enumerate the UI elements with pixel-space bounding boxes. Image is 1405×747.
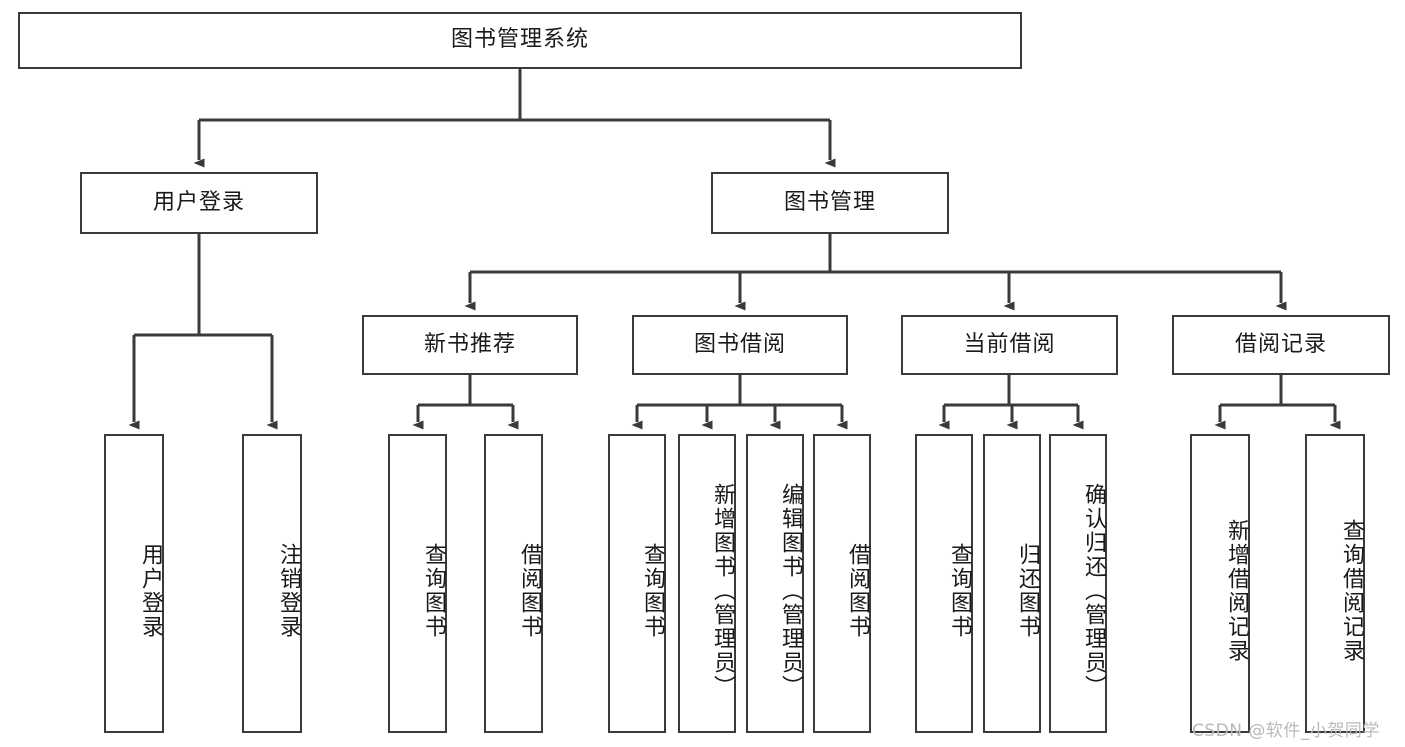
leaf-edit-book-admin[interactable]: 编辑图书（管理员） — [746, 434, 804, 733]
node-current-borrow[interactable]: 当前借阅 — [901, 315, 1118, 375]
node-new-book-recommend[interactable]: 新书推荐 — [362, 315, 578, 375]
csdn-watermark: CSDN @软件_小贺同学 — [1192, 721, 1380, 741]
leaf-query-books-current[interactable]: 查询图书 — [915, 434, 973, 733]
leaf-add-book-admin[interactable]: 新增图书（管理员） — [678, 434, 736, 733]
leaf-confirm-return-admin[interactable]: 确认归还（管理员） — [1049, 434, 1107, 733]
leaf-borrow-books-recommend[interactable]: 借阅图书 — [484, 434, 543, 733]
leaf-query-books-recommend[interactable]: 查询图书 — [388, 434, 447, 733]
leaf-query-borrow-record[interactable]: 查询借阅记录 — [1305, 434, 1365, 733]
node-book-borrow[interactable]: 图书借阅 — [632, 315, 848, 375]
leaf-add-borrow-record[interactable]: 新增借阅记录 — [1190, 434, 1250, 733]
leaf-return-books[interactable]: 归还图书 — [983, 434, 1041, 733]
node-book-management[interactable]: 图书管理 — [711, 172, 949, 234]
leaf-query-books-borrow[interactable]: 查询图书 — [608, 434, 666, 733]
leaf-borrow-books[interactable]: 借阅图书 — [813, 434, 871, 733]
leaf-user-login[interactable]: 用户登录 — [104, 434, 164, 733]
node-borrow-record[interactable]: 借阅记录 — [1172, 315, 1390, 375]
node-user-login[interactable]: 用户登录 — [80, 172, 318, 234]
node-root[interactable]: 图书管理系统 — [18, 12, 1022, 69]
leaf-logout[interactable]: 注销登录 — [242, 434, 302, 733]
